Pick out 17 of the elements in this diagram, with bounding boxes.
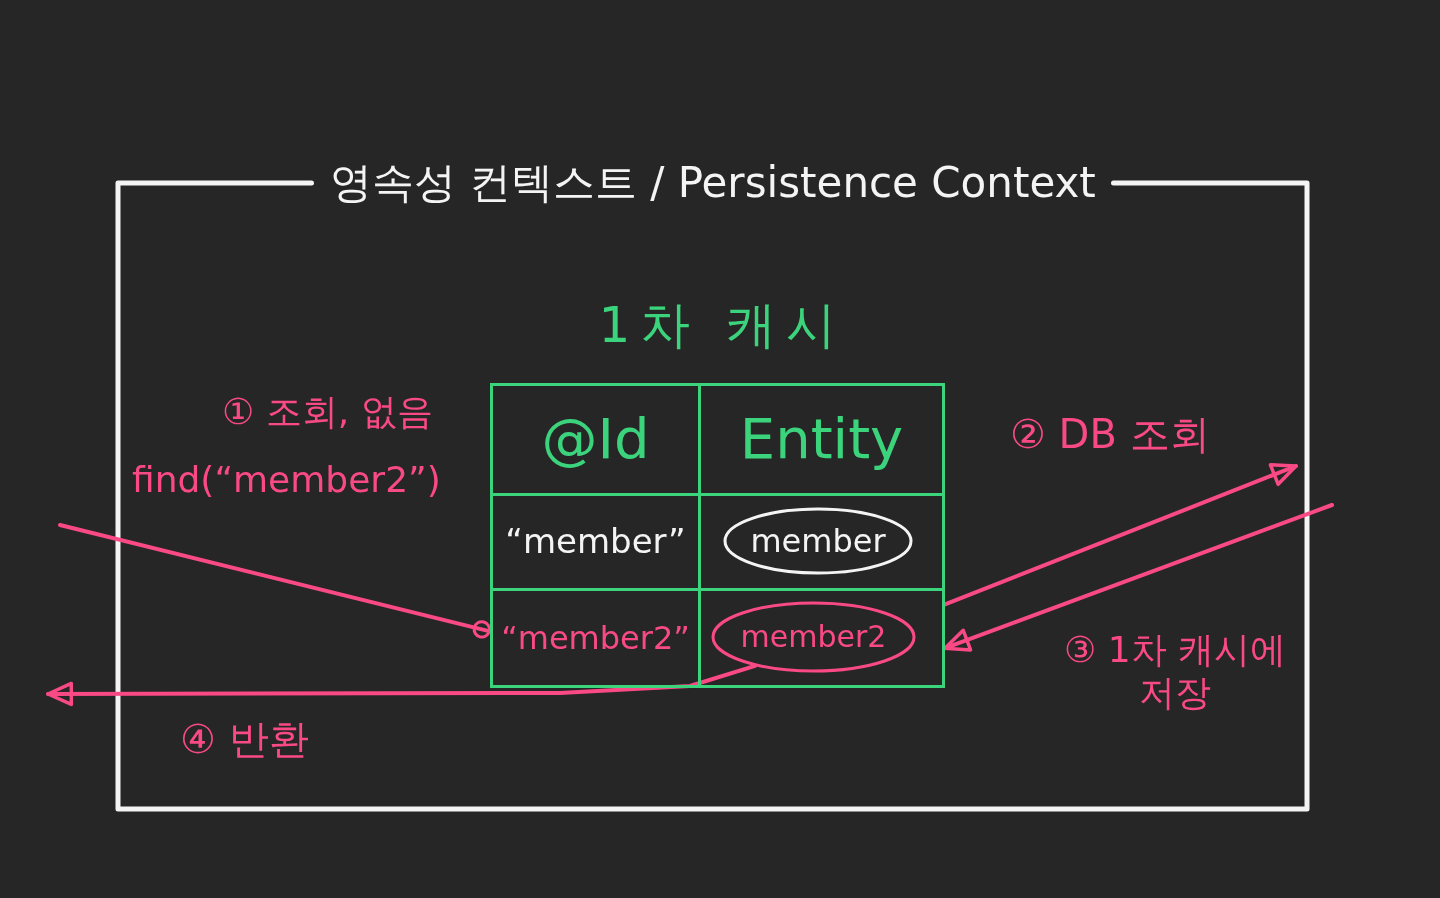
connector-line xyxy=(58,523,492,639)
header-cell: Entity xyxy=(701,386,942,496)
arrow xyxy=(46,663,758,707)
key-cell: “member” xyxy=(493,496,701,591)
box-title: 영속성 컨텍스트 / Persistence Context xyxy=(329,157,1096,209)
table-title: 1차 캐시 xyxy=(597,295,847,356)
arrow xyxy=(943,463,1298,607)
arrow xyxy=(943,503,1334,652)
entity-ellipse: member xyxy=(723,507,913,575)
edge-label: ④ 반환 xyxy=(180,715,309,763)
edge-label: ③ 1차 캐시에 저장 xyxy=(1062,628,1288,715)
step-note: ① 조회, 없음 xyxy=(222,390,433,434)
edge-label: ② DB 조회 xyxy=(1010,410,1210,458)
header-cell: @Id xyxy=(493,386,701,496)
key-cell: “member2” xyxy=(493,591,701,685)
edge-label: find(“member2”) xyxy=(132,458,441,502)
entity-ellipse: member2 xyxy=(711,601,916,673)
